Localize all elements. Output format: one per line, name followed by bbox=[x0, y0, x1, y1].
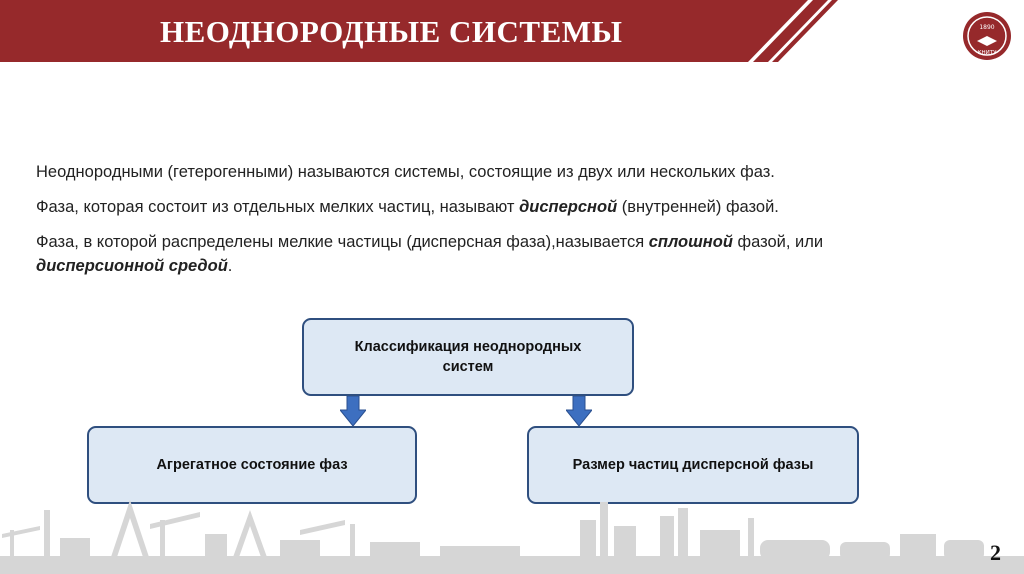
diagram-root-label: Классификация неоднородных систем bbox=[354, 339, 582, 375]
paragraph-continuous-phase: Фаза, в которой распределены мелкие част… bbox=[36, 230, 986, 278]
paragraph-3-before: Фаза, в которой распределены мелкие част… bbox=[36, 233, 649, 251]
paragraph-2-after: (внутренней) фазой. bbox=[617, 198, 779, 216]
term-dispersion-medium: дисперсионной средой bbox=[36, 257, 228, 275]
paragraph-3-after: . bbox=[227, 257, 233, 275]
arrow-down-right-icon bbox=[566, 396, 592, 426]
diagram-left-box: Агрегатное состояние фаз bbox=[87, 426, 417, 504]
paragraph-1-text: Неоднородными (гетерогенными) называются… bbox=[36, 163, 775, 181]
logo-year: 1890 bbox=[979, 24, 994, 31]
paragraph-definition: Неоднородными (гетерогенными) называются… bbox=[36, 160, 986, 184]
logo-short: КНИТУ bbox=[978, 50, 998, 56]
page-number: 2 bbox=[990, 540, 1001, 565]
title-banner-shape bbox=[0, 0, 838, 62]
term-dispersed: дисперсной bbox=[519, 198, 618, 216]
diagram-right-label: Размер частиц дисперсной фазы bbox=[572, 457, 814, 473]
university-logo: 1890 КНИТУ bbox=[961, 10, 1013, 62]
paragraph-dispersed-phase: Фаза, которая состоит из отдельных мелки… bbox=[36, 195, 986, 219]
title-banner: НЕОДНОРОДНЫЕ СИСТЕМЫ bbox=[0, 0, 838, 62]
industrial-skyline-decoration bbox=[0, 500, 1024, 574]
paragraph-2-before: Фаза, которая состоит из отдельных мелки… bbox=[36, 198, 520, 216]
diagram-right-box: Размер частиц дисперсной фазы bbox=[527, 426, 859, 504]
slide-title: НЕОДНОРОДНЫЕ СИСТЕМЫ bbox=[160, 14, 623, 49]
arrow-down-left-icon bbox=[340, 396, 366, 426]
paragraph-3-middle: фазой, или bbox=[732, 233, 824, 251]
diagram-left-label: Агрегатное состояние фаз bbox=[156, 457, 348, 473]
diagram-root-box: Классификация неоднородных систем bbox=[302, 318, 634, 396]
term-continuous: сплошной bbox=[648, 233, 733, 251]
